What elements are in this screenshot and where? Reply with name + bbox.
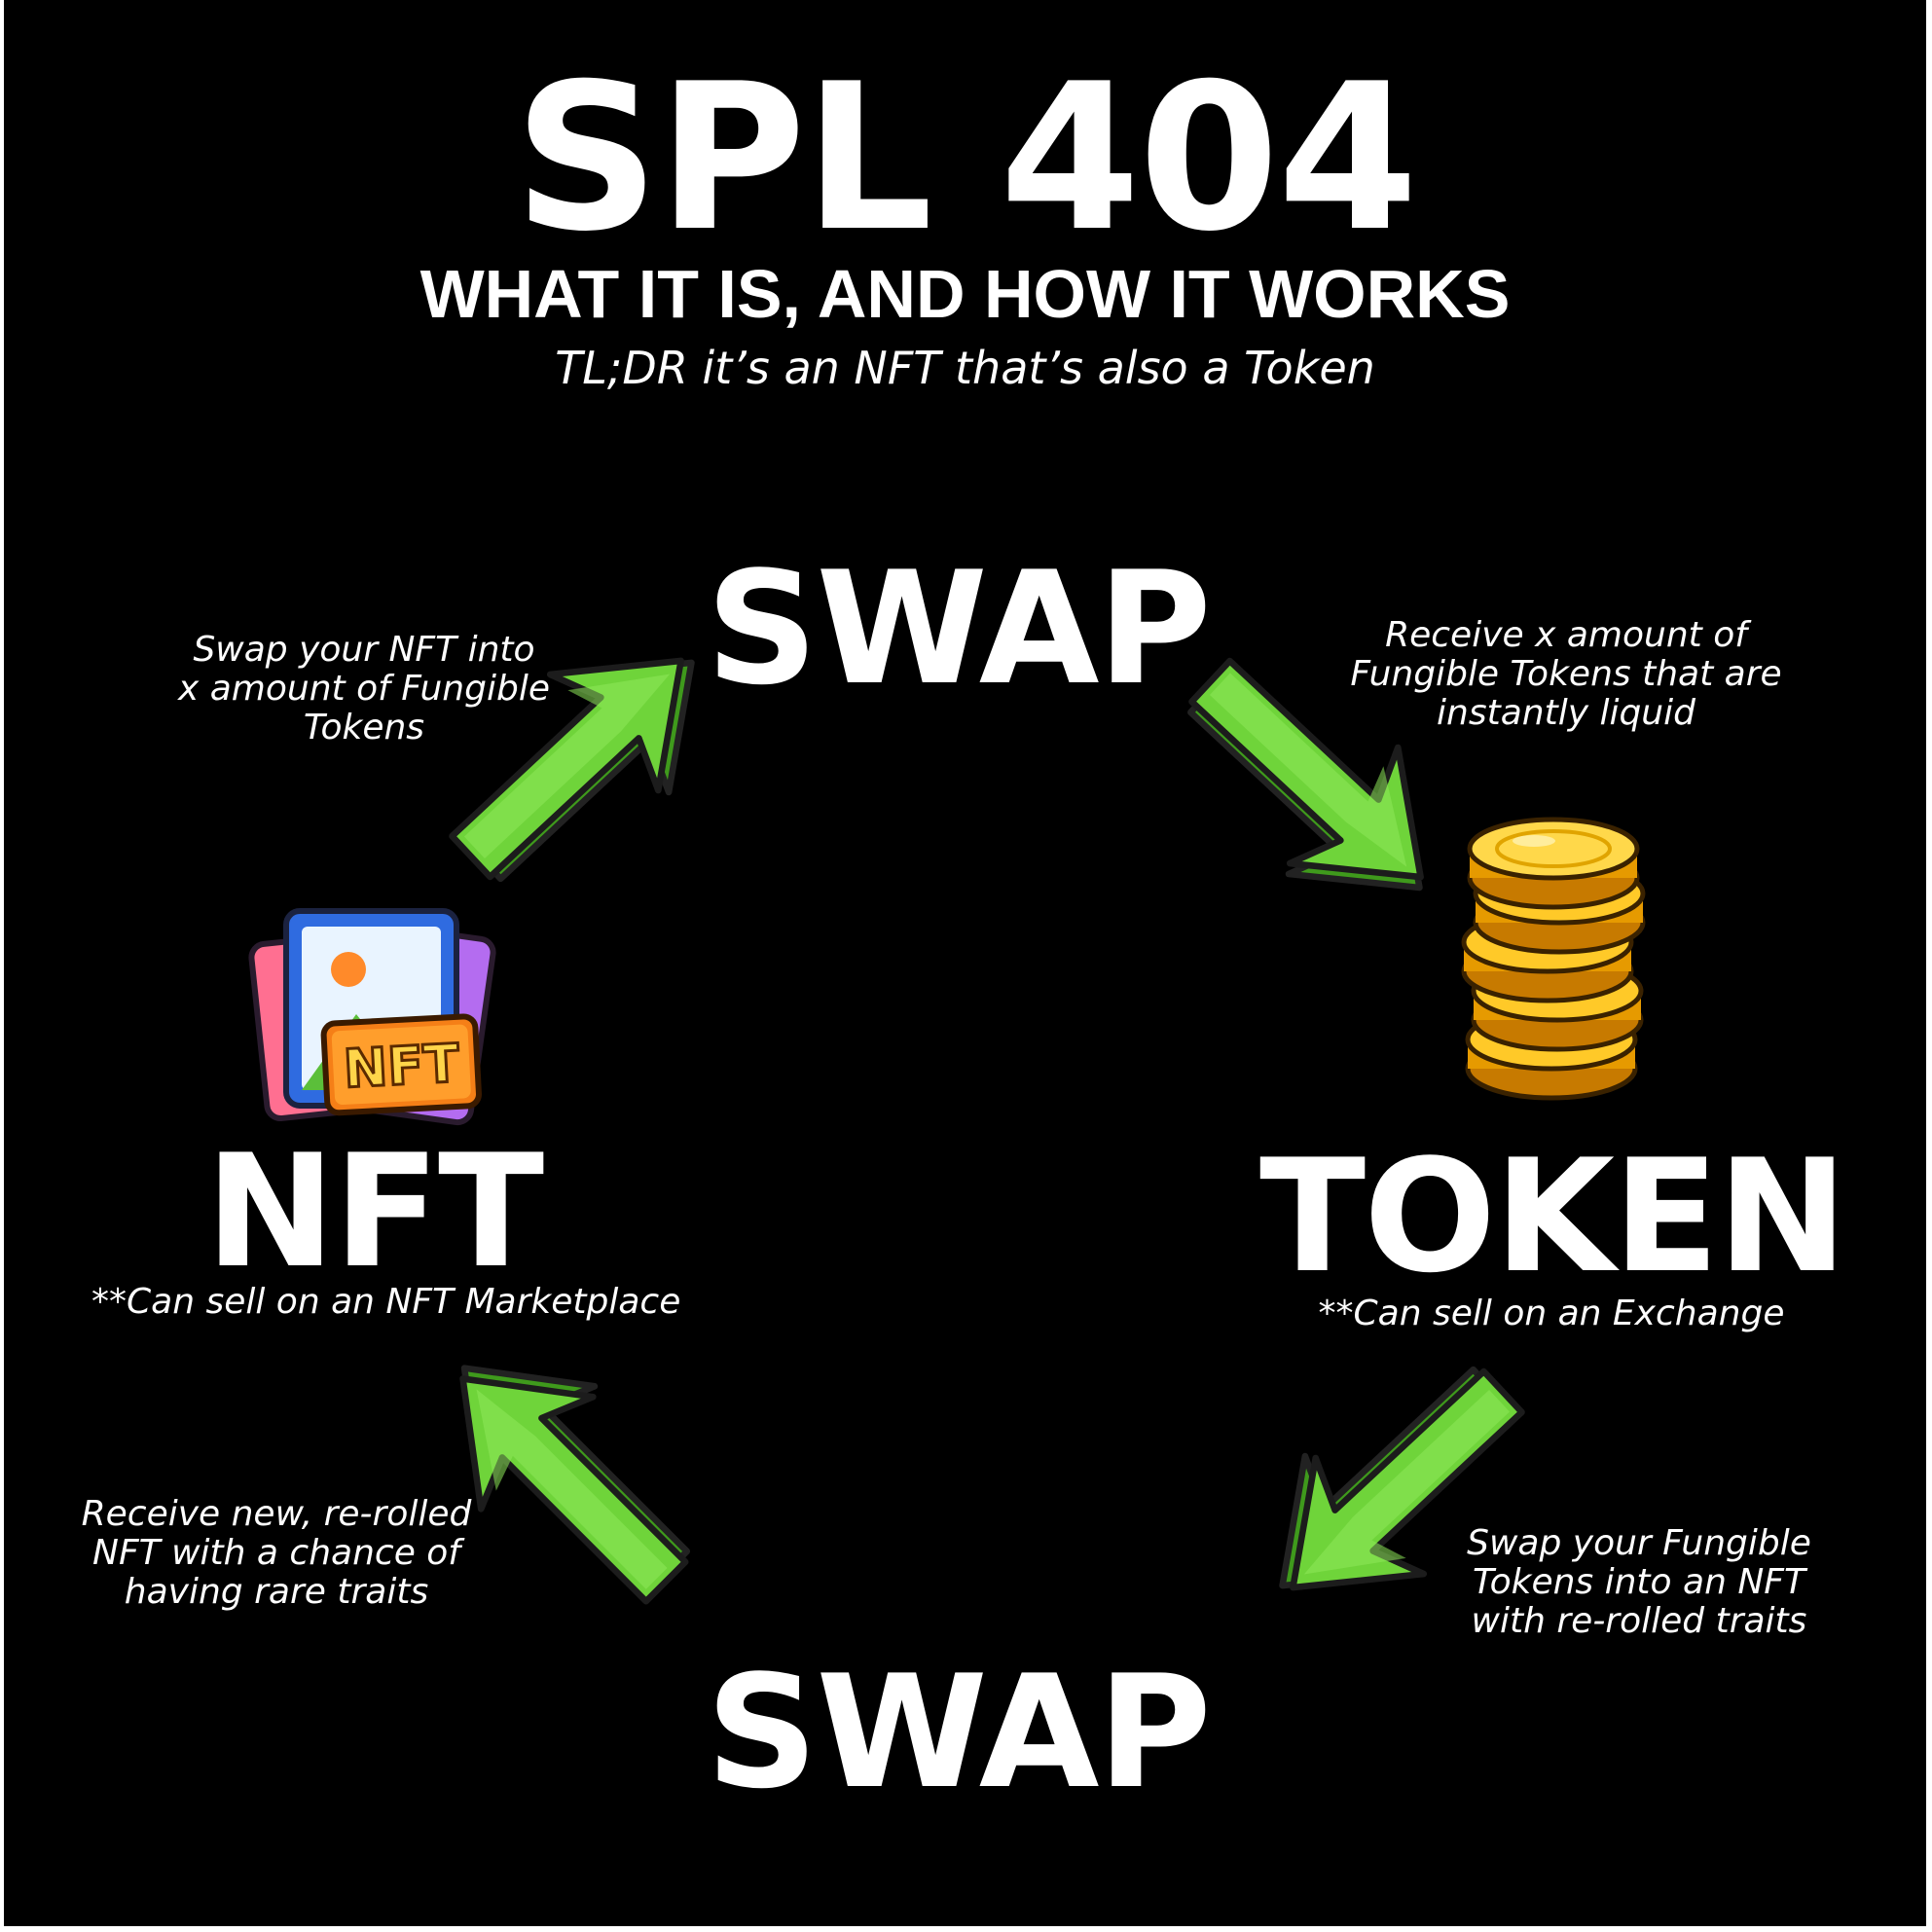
description-line: having rare traits (124, 1572, 429, 1612)
description-token-to-swap: Swap your Fungible Tokens into an NFT wi… (1435, 1524, 1843, 1641)
token-exchange-note: **Can sell on an Exchange (1318, 1294, 1785, 1333)
description-line: Tokens into an NFT (1473, 1562, 1805, 1602)
description-swap-to-token: Receive x amount of Fungible Tokens that… (1337, 616, 1795, 733)
description-line: Swap your Fungible (1467, 1523, 1811, 1563)
arrow-token-to-swap-icon (1228, 1328, 1556, 1650)
description-line: with re-rolled traits (1471, 1601, 1807, 1641)
arrow-nft-to-swap-icon (417, 599, 745, 921)
swap-top-node: SWAP (706, 537, 1212, 719)
description-swap-to-nft: Receive new, re-rolled NFT with a chance… (72, 1495, 481, 1612)
description-line: Fungible Tokens that are (1350, 654, 1782, 694)
arrow-swap-to-nft-icon (402, 1312, 727, 1637)
nft-badge-text: NFT (342, 1033, 460, 1100)
description-line: Receive new, re-rolled (81, 1494, 472, 1534)
description-nft-to-swap: Swap your NFT into x amount of Fungible … (150, 631, 578, 747)
diagram-canvas: SPL 404 WHAT IT IS, AND HOW IT WORKS TL;… (4, 0, 1926, 1926)
description-line: Swap your NFT into (193, 630, 535, 670)
tldr-text: TL;DR it’s an NFT that’s also a Token (555, 342, 1375, 394)
description-line: Tokens (303, 708, 425, 747)
page-title: SPL 404 (513, 41, 1418, 276)
description-line: NFT with a chance of (92, 1533, 460, 1573)
nft-marketplace-note: **Can sell on an NFT Marketplace (91, 1282, 681, 1322)
description-line: instantly liquid (1437, 693, 1695, 733)
page-subtitle: WHAT IT IS, AND HOW IT WORKS (419, 256, 1511, 332)
token-node: TOKEN (1259, 1125, 1847, 1307)
description-line: x amount of Fungible (178, 669, 550, 709)
arrow-swap-to-token-icon (1150, 623, 1478, 945)
swap-bottom-node: SWAP (706, 1641, 1212, 1823)
diagram-graphics: NFT (248, 0, 1646, 1926)
nft-node: NFT (204, 1120, 544, 1302)
nft-picture-cards-icon: NFT (248, 908, 496, 1126)
gold-coin-stack-icon (1461, 817, 1646, 1101)
description-line: Receive x amount of (1385, 615, 1747, 655)
